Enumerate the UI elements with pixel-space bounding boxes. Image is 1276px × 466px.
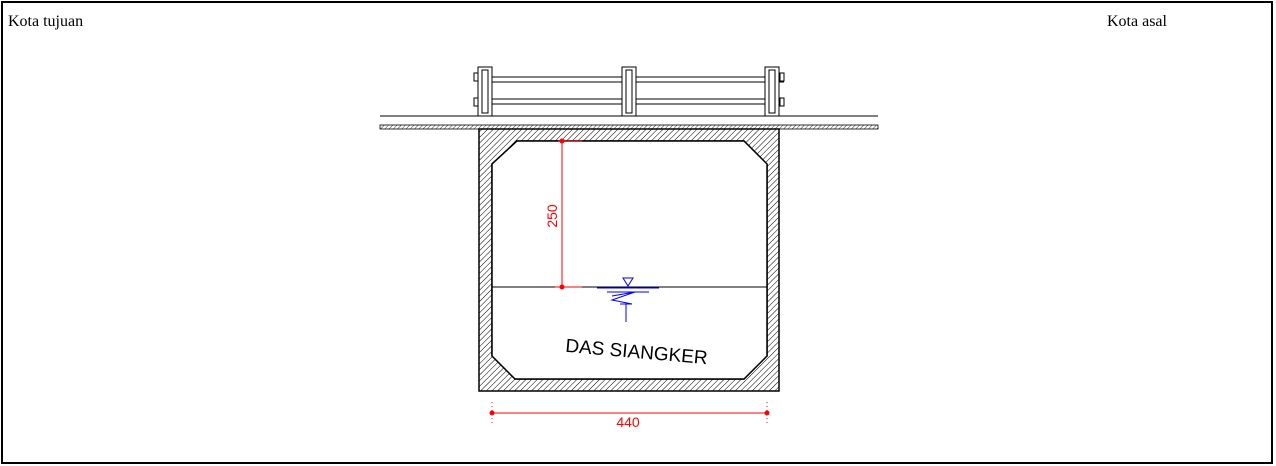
railing-rail-end-left-top bbox=[473, 72, 479, 82]
railing-post-left-inner bbox=[481, 69, 489, 114]
railing bbox=[473, 66, 785, 117]
railing-post-right-inner bbox=[768, 69, 776, 114]
width-dimension bbox=[489, 402, 770, 423]
culvert-inner-outline bbox=[491, 140, 768, 380]
destination-city-label: Kota tujuan bbox=[8, 13, 84, 30]
width-dimension-label: 440 bbox=[616, 414, 640, 430]
water-level-symbol bbox=[597, 277, 659, 322]
height-dimension bbox=[555, 138, 582, 290]
road-deck bbox=[379, 115, 879, 130]
railing-post-middle-inner bbox=[625, 69, 633, 114]
height-dimension-label: 250 bbox=[544, 204, 560, 228]
railing-rail-end-right-top bbox=[779, 72, 785, 82]
railing-rail-end-right-bottom bbox=[779, 97, 785, 107]
railing-rail-end-left-bottom bbox=[473, 97, 479, 107]
origin-city-label: Kota asal bbox=[1107, 13, 1167, 30]
